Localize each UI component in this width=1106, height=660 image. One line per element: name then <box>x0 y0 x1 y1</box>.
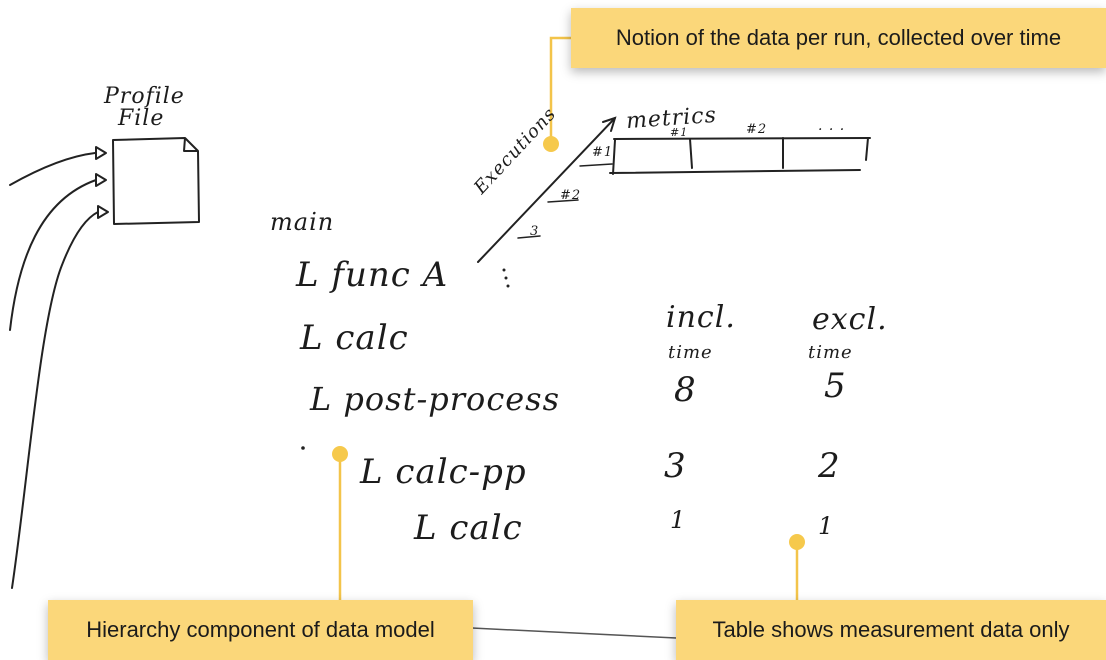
input-curve-1 <box>9 152 96 186</box>
table-row-3-incl: 1 <box>670 506 687 534</box>
callout-dot-bottom-right <box>789 534 805 550</box>
arrowhead-2 <box>95 173 107 187</box>
executions-axis-arrowhead <box>602 116 617 132</box>
arrowhead-3 <box>97 205 109 219</box>
row-markers <box>517 163 613 239</box>
arrowhead-1 <box>95 146 107 160</box>
executions-row-1-label: #1 <box>592 145 614 160</box>
bottom-callout-connector <box>471 627 677 639</box>
leader-top <box>549 36 572 140</box>
input-curve-2 <box>9 179 97 331</box>
metrics-grid <box>609 137 871 175</box>
metrics-col-1-label: #1 <box>670 126 689 139</box>
tree-func-a: L func A <box>296 255 449 295</box>
executions-axis <box>477 116 617 263</box>
metrics-col-2-label: #2 <box>746 122 768 137</box>
table-row-3-excl: 1 <box>818 512 835 540</box>
excl-header-line2: time <box>808 342 853 363</box>
executions-row-3-label: 3 <box>530 224 540 239</box>
callout-data-per-run: Notion of the data per run, collected ov… <box>571 8 1106 68</box>
table-row-1-incl: 8 <box>674 370 697 410</box>
incl-header-line2: time <box>668 342 713 363</box>
profile-file-label-line2: File <box>118 106 165 131</box>
profile-file-label-line1: Profile <box>104 84 185 109</box>
tree-main: main <box>270 208 335 236</box>
callout-dot-top <box>543 136 559 152</box>
table-row-2-excl: 2 <box>818 446 841 486</box>
input-curves <box>9 152 99 589</box>
input-curve-3 <box>11 211 99 589</box>
incl-header-line1: incl. <box>666 300 736 335</box>
excl-header-line1: excl. <box>812 302 888 337</box>
tree-calc-pp: L calc-pp <box>360 452 527 492</box>
executions-row-2-label: #2 <box>560 188 582 203</box>
tree-post-process: L post-process <box>310 380 561 418</box>
metrics-ellipsis: . . . <box>818 118 846 134</box>
callout-measurement-table: Table shows measurement data only <box>676 600 1106 660</box>
callout-dot-bottom-left <box>332 446 348 462</box>
profile-file-icon <box>112 137 200 225</box>
table-row-2-incl: 3 <box>664 446 687 486</box>
input-arrowheads <box>95 146 109 219</box>
table-row-1-excl: 5 <box>824 366 847 406</box>
tree-calc: L calc <box>300 318 409 358</box>
callout-leader-lines <box>338 36 799 600</box>
callout-hierarchy-component: Hierarchy component of data model <box>48 600 473 660</box>
ellipsis-dots <box>301 268 510 450</box>
tree-calc-nested: L calc <box>414 508 523 548</box>
